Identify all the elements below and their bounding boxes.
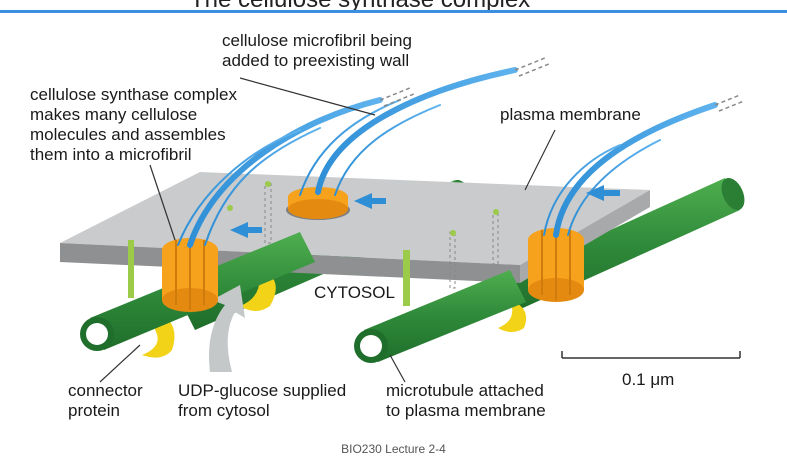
page-title: The cellulose synthase complex xyxy=(190,0,530,14)
label-synthase-3: molecules and assembles xyxy=(30,125,226,144)
cellulose-microfibril-left xyxy=(177,97,383,248)
label-udp-1: UDP-glucose supplied xyxy=(178,381,346,400)
label-microtubule-1: microtubule attached xyxy=(386,381,544,400)
header: The cellulose synthase complex xyxy=(0,0,787,14)
leader-lines xyxy=(99,77,556,383)
label-synthase-1: cellulose synthase complex xyxy=(30,85,237,104)
label-connector-1: connector xyxy=(68,381,143,400)
cellulose-microfibril-right xyxy=(543,102,718,238)
synthase-complex-left xyxy=(162,238,218,312)
udp-glucose-arrow xyxy=(209,285,245,372)
cellulose-synthesis-diagram: cellulose microfibril being added to pre… xyxy=(30,31,745,420)
label-microfibril-1: cellulose microfibril being xyxy=(222,31,412,50)
microfibril-dashed-ends xyxy=(379,57,745,112)
label-synthase-2: makes many cellulose xyxy=(30,105,197,124)
synthase-complex-middle xyxy=(288,187,348,219)
header-rule xyxy=(0,10,787,13)
label-connector-2: protein xyxy=(68,401,120,420)
scale-bar xyxy=(561,351,741,359)
synthase-complex-right xyxy=(528,228,584,302)
label-microtubule-2: to plasma membrane xyxy=(386,401,546,420)
label-plasma-membrane: plasma membrane xyxy=(500,105,641,124)
cellulose-microfibril-middle xyxy=(299,67,518,196)
label-synthase-4: them into a microfibril xyxy=(30,145,192,164)
label-microfibril-2: added to preexisting wall xyxy=(222,51,409,70)
microtubule-front-right xyxy=(354,270,526,363)
label-cytosol: CYTOSOL xyxy=(314,283,395,302)
movement-arrows xyxy=(230,185,620,238)
label-udp-2: from cytosol xyxy=(178,401,270,420)
footer-caption: BIO230 Lecture 2-4 xyxy=(341,442,446,456)
membrane-stalks xyxy=(128,181,499,306)
label-scale: 0.1 μm xyxy=(622,370,674,389)
